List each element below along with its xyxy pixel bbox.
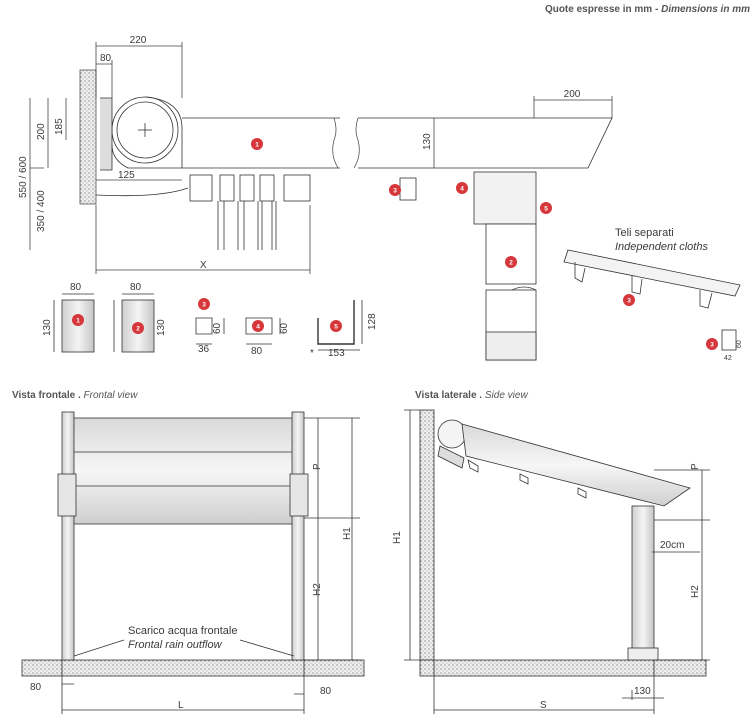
p2-w: 80: [130, 282, 142, 293]
badge-2-profile: 2: [132, 322, 144, 334]
svg-text:3: 3: [627, 298, 631, 305]
front-p: P: [312, 463, 323, 470]
front-l: L: [178, 700, 184, 711]
svg-text:5: 5: [544, 206, 548, 213]
outflow-label-it: Scarico acqua frontale: [128, 625, 237, 637]
badge-3-teli: 3: [623, 294, 635, 306]
front-view-title: Vista frontale . Frontal view: [12, 390, 138, 401]
badge-3-small: 3: [706, 338, 718, 350]
teli-label-it: Teli separati: [615, 227, 674, 239]
badge-2-top: 2: [505, 256, 517, 268]
front-view-drawing: [21, 411, 365, 714]
wall-top: [79, 69, 97, 205]
p4-w: 80: [251, 346, 263, 357]
side-h1: H1: [392, 531, 403, 544]
svg-text:3: 3: [202, 302, 206, 309]
top-section: [29, 42, 613, 361]
p3-h: 60: [212, 322, 223, 334]
svg-text:4: 4: [256, 324, 260, 331]
side-h2: H2: [690, 585, 701, 598]
dim-220: 220: [130, 35, 147, 46]
front-80-right: 80: [320, 686, 332, 697]
svg-text:3: 3: [393, 188, 397, 195]
badge-4-profile: 4: [252, 320, 264, 332]
front-80-left: 80: [30, 682, 42, 693]
p5-h: 128: [367, 313, 378, 330]
badge-1-profile: 1: [72, 314, 84, 326]
dim-200: 200: [36, 123, 47, 140]
svg-text:2: 2: [136, 326, 140, 333]
p5-star: *: [310, 348, 314, 359]
dim-130-top: 130: [422, 133, 433, 150]
side-130: 130: [634, 686, 651, 697]
independent-cloths-drawing: [563, 249, 741, 309]
dim-350-400: 350 / 400: [36, 190, 47, 232]
side-20cm: 20cm: [660, 540, 684, 551]
svg-text:1: 1: [255, 142, 259, 149]
dim-550-600: 550 / 600: [18, 156, 29, 198]
p3b-h: 60: [736, 340, 743, 348]
front-h1: H1: [342, 527, 353, 540]
side-view-drawing: [404, 409, 710, 714]
dim-125: 125: [118, 170, 135, 181]
side-p: P: [690, 463, 701, 470]
dim-185: 185: [54, 118, 65, 135]
badge-5-top: 5: [540, 202, 552, 214]
side-view-title: Vista laterale . Side view: [415, 390, 528, 401]
profiles: [53, 293, 737, 353]
dim-200-right: 200: [564, 89, 581, 100]
svg-text:3: 3: [710, 342, 714, 349]
p3b-w: 42: [724, 355, 732, 362]
p3-w: 36: [198, 344, 210, 355]
svg-text:1: 1: [76, 318, 80, 325]
p1-w: 80: [70, 282, 82, 293]
teli-label-en: Independent cloths: [615, 241, 708, 253]
outflow-label-en: Frontal rain outflow: [128, 639, 223, 651]
badge-5-profile: 5: [330, 320, 342, 332]
svg-text:4: 4: [460, 186, 464, 193]
badge-3-profile: 3: [198, 298, 210, 310]
units-note: Quote espresse in mm - Dimensions in mm: [545, 4, 750, 15]
svg-text:5: 5: [334, 324, 338, 331]
p4-h: 60: [279, 322, 290, 334]
p5-w: 153: [328, 348, 345, 359]
side-s: S: [540, 700, 547, 711]
badge-4-top: 4: [456, 182, 468, 194]
p2-h: 130: [156, 319, 167, 336]
svg-text:2: 2: [509, 260, 513, 267]
badge-3-top: 3: [389, 184, 401, 196]
p1-h: 130: [42, 319, 53, 336]
dim-x: X: [200, 260, 207, 271]
badge-1-top: 1: [251, 138, 263, 150]
dim-80-top: 80: [100, 53, 112, 64]
front-h2: H2: [312, 583, 323, 596]
